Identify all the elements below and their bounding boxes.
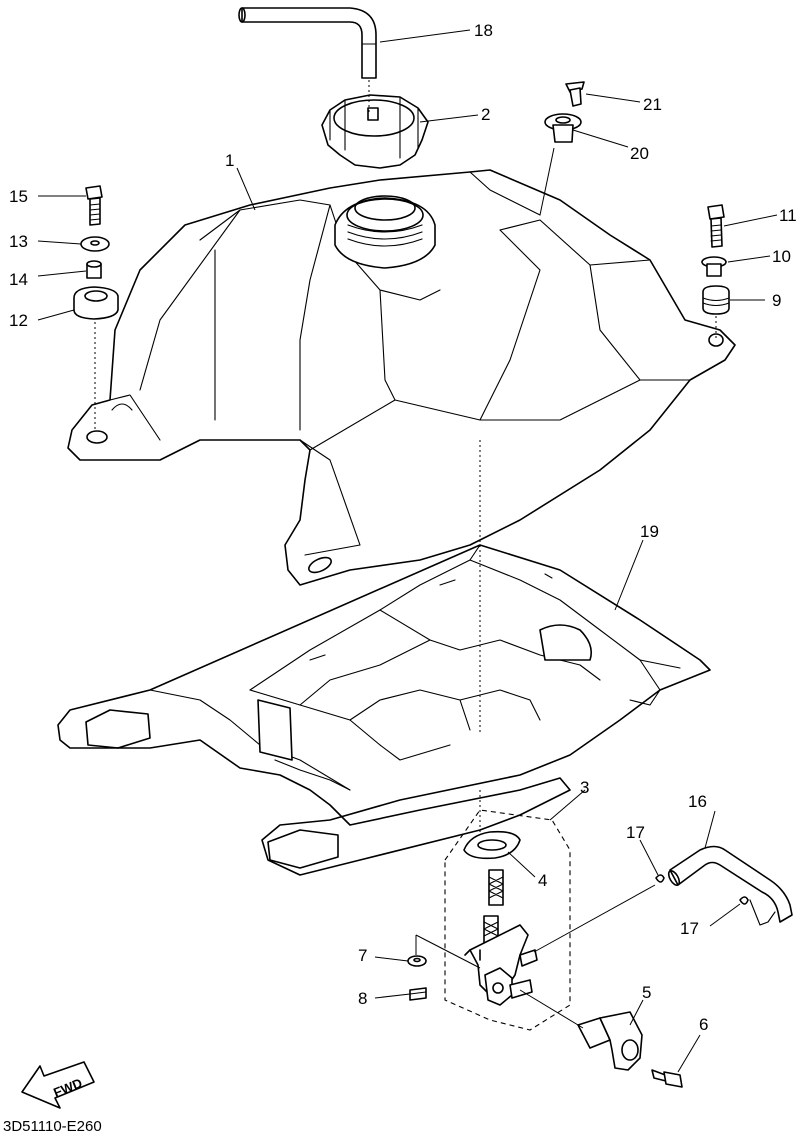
callout-14: 14: [9, 270, 28, 289]
callout-12: 12: [9, 311, 28, 330]
filler-neck: [334, 195, 436, 269]
fuel-tank: [67, 169, 736, 586]
callout-20: 20: [630, 144, 649, 163]
fuel-hose-16: [667, 845, 793, 926]
diagram-code: 3D51110-E260: [3, 1118, 102, 1135]
callout-15: 15: [9, 187, 28, 206]
callout-6: 6: [699, 1015, 708, 1034]
callout-18: 18: [474, 21, 493, 40]
grommet-12: [73, 286, 119, 430]
fuel-tank-tray: [57, 440, 711, 876]
callout-leaders: [37, 29, 778, 1073]
callout-5: 5: [642, 983, 651, 1002]
clip-17a: [655, 874, 665, 883]
callout-16: 16: [688, 792, 707, 811]
forward-arrow-icon: FWD: [21, 1061, 95, 1109]
screw-6: [651, 1069, 683, 1088]
callout-7: 7: [358, 946, 367, 965]
bolt-11: [707, 204, 725, 248]
collar-14: [86, 260, 102, 279]
clip-17b: [739, 896, 749, 905]
callout-10: 10: [772, 247, 791, 266]
fuel-cap: [321, 94, 429, 169]
callout-11: 11: [779, 206, 797, 225]
breather-hose: [238, 7, 377, 115]
callout-21: 21: [643, 95, 662, 114]
screw-8: [409, 987, 427, 1001]
callout-9: 9: [772, 291, 781, 310]
callout-8: 8: [358, 989, 367, 1008]
screw-21: [565, 81, 585, 107]
callout-19: 19: [640, 522, 659, 541]
callout-17b: 17: [680, 919, 699, 938]
bolt-15: [85, 185, 103, 226]
lever-5: [577, 1011, 643, 1071]
callout-3: 3: [580, 778, 589, 797]
callout-4: 4: [538, 871, 547, 890]
callout-2: 2: [481, 105, 490, 124]
collar-10: [701, 256, 727, 277]
callout-13: 13: [9, 232, 28, 251]
gasket-4: [463, 830, 521, 860]
collar-20: [544, 113, 582, 143]
callout-17a: 17: [626, 823, 645, 842]
fuel-cock-assembly: [444, 809, 571, 1031]
callout-1: 1: [225, 151, 234, 170]
washer-7: [407, 955, 427, 967]
damper-9: [702, 285, 730, 340]
washer-13: [80, 236, 110, 252]
